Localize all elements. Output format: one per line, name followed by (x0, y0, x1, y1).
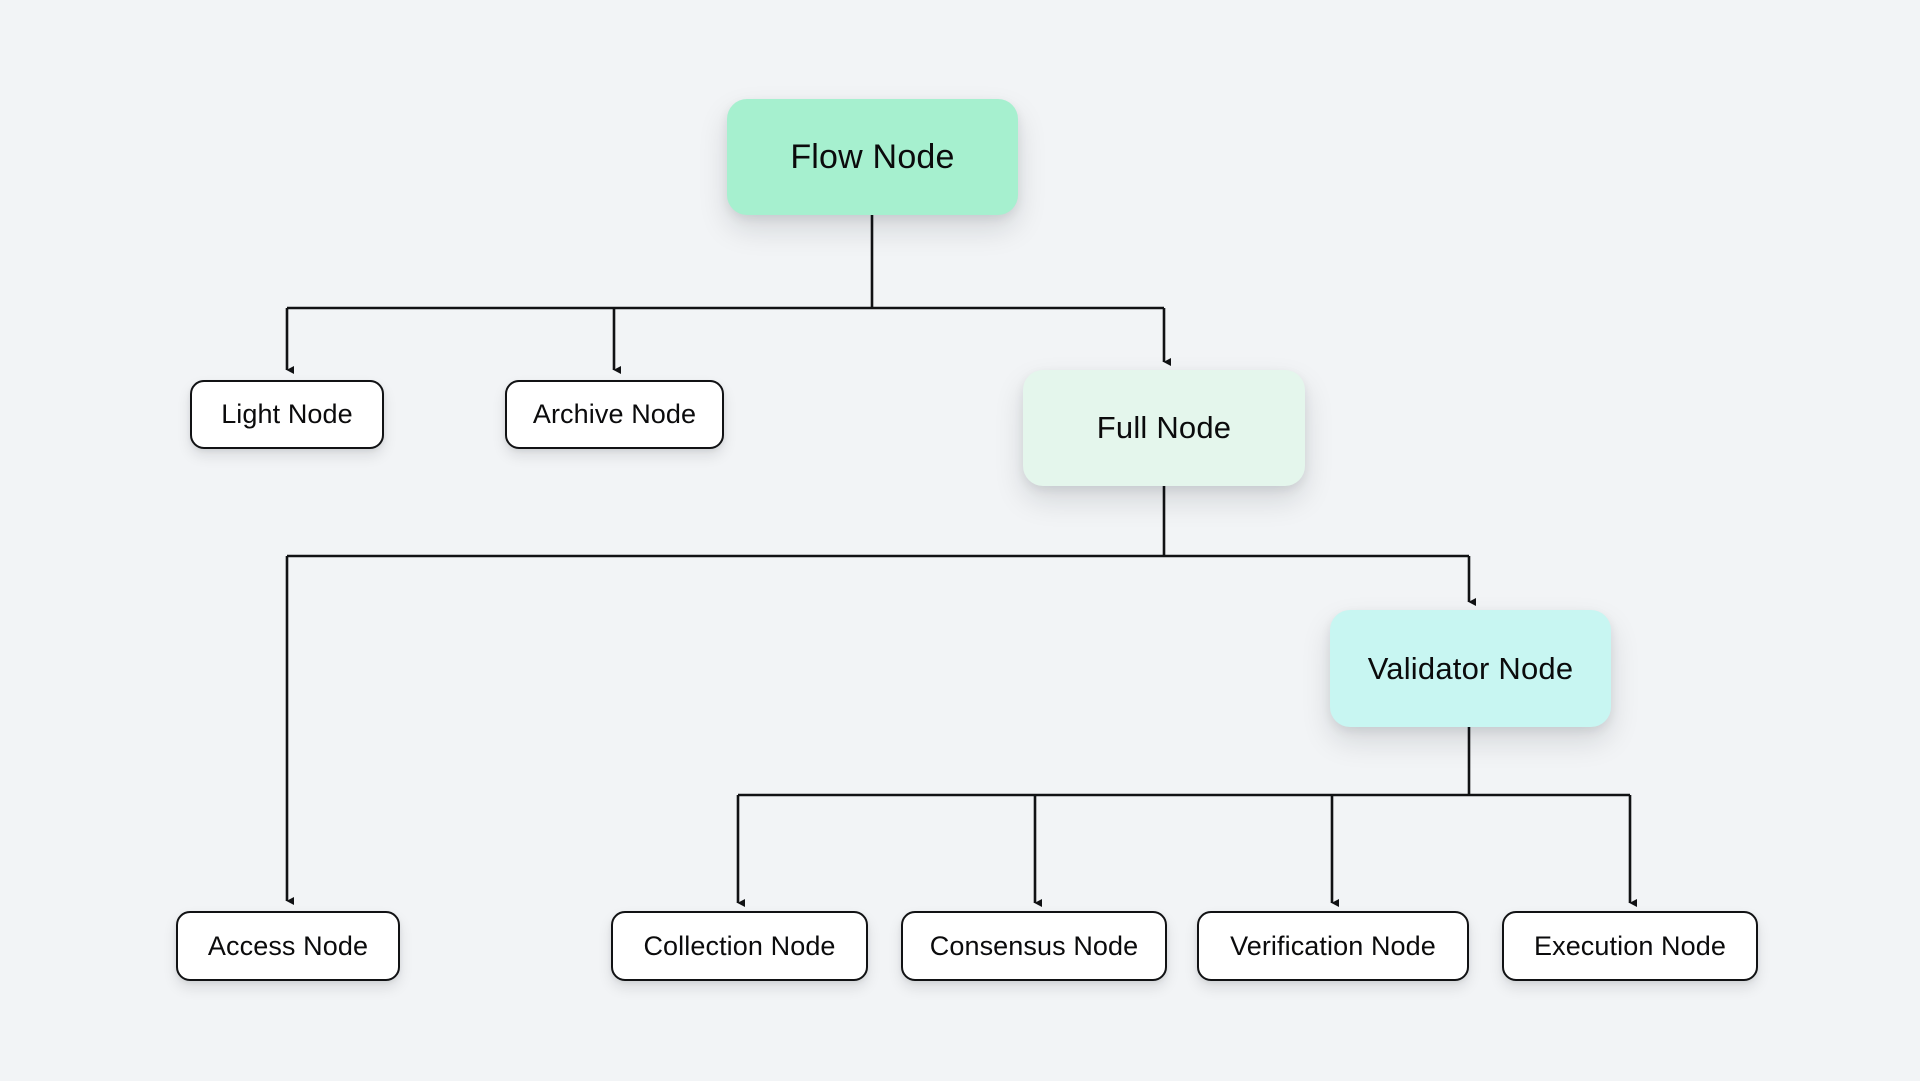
node-validator-node[interactable]: Validator Node (1330, 610, 1611, 727)
node-collection-node[interactable]: Collection Node (611, 911, 868, 981)
node-archive-node[interactable]: Archive Node (505, 380, 724, 449)
node-full-node[interactable]: Full Node (1023, 370, 1305, 486)
node-light-node[interactable]: Light Node (190, 380, 384, 449)
node-execution-node[interactable]: Execution Node (1502, 911, 1758, 981)
node-flow-node[interactable]: Flow Node (727, 99, 1018, 215)
node-verification-node[interactable]: Verification Node (1197, 911, 1469, 981)
node-access-node[interactable]: Access Node (176, 911, 400, 981)
node-consensus-node[interactable]: Consensus Node (901, 911, 1167, 981)
